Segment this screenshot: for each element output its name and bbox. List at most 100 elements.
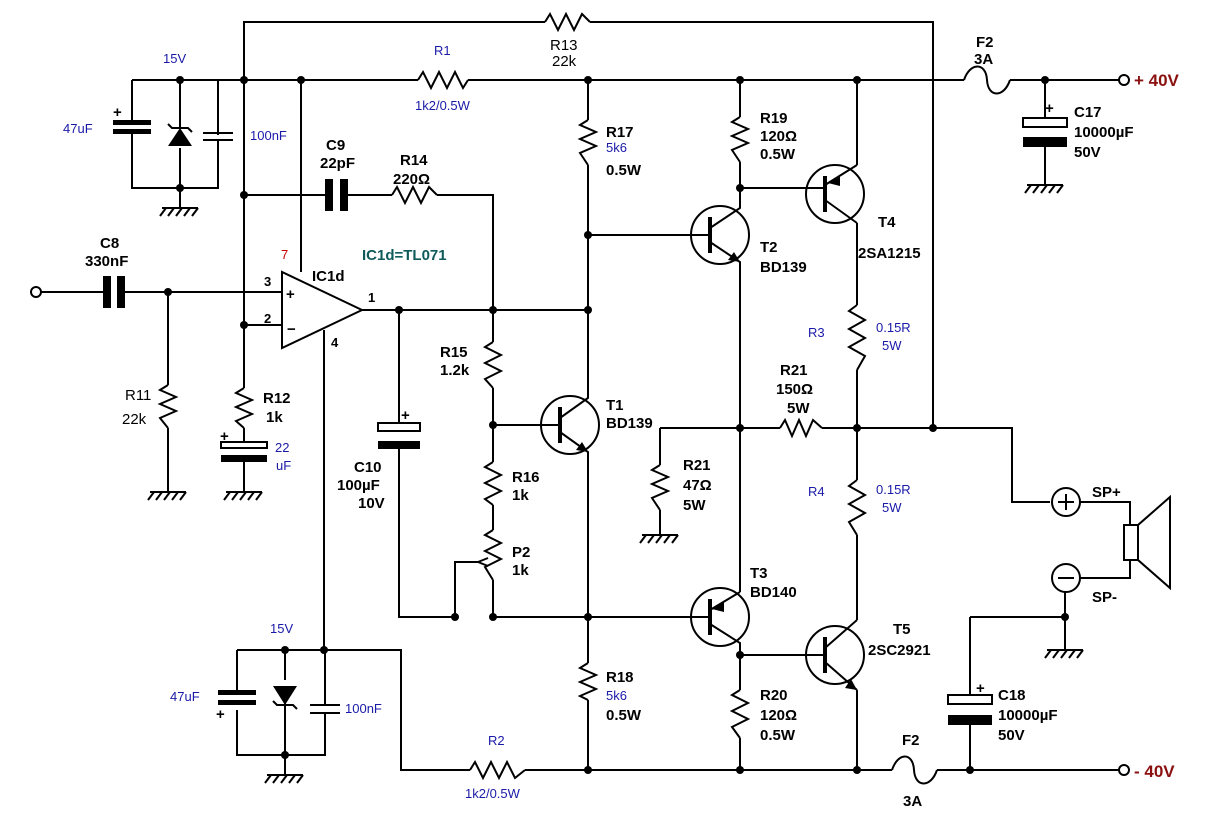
r4-value: 0.15R (876, 482, 911, 497)
c10-value: 100µF (337, 477, 380, 494)
opamp-ic1d (281, 270, 365, 350)
r11-value: 22k (122, 411, 147, 428)
r2-resistor (469, 759, 526, 781)
r20-watt: 0.5W (760, 727, 796, 744)
bottom-supply-plus: + (216, 706, 225, 723)
r21a-watt: 5W (787, 400, 810, 417)
r21-47-resistor (649, 464, 671, 511)
f2-bottom-fuse-icon (891, 755, 938, 785)
opamp-minus-sign: − (287, 321, 296, 338)
sp-plus-label: SP+ (1092, 484, 1121, 501)
top-100nf-capacitor (203, 132, 233, 141)
sp-minus-terminal-icon (1051, 563, 1081, 593)
opamp-type: IC1d=TL071 (362, 247, 447, 264)
p2-wiper-arrow (477, 557, 489, 567)
c8-value: 330nF (85, 253, 128, 270)
opamp-pin3: 3 (264, 274, 271, 289)
pos-rail-label: + 40V (1134, 71, 1180, 90)
c22-value: 22 (275, 440, 289, 455)
r15-value: 1.2k (440, 362, 470, 379)
ground-icon (639, 534, 679, 544)
t5-label: T5 (893, 621, 911, 638)
r20-label: R20 (760, 687, 788, 704)
ground-icon (264, 774, 304, 784)
top-supply-volt: 15V (163, 51, 186, 66)
opamp-pin1: 1 (368, 290, 375, 305)
c10-label: C10 (354, 459, 382, 476)
opamp-plus-sign: + (286, 286, 295, 303)
speaker-icon (1123, 494, 1171, 591)
r13-resistor (544, 11, 591, 33)
c22uf-capacitor (220, 441, 268, 462)
c17-plus: + (1045, 100, 1054, 117)
t1-label: T1 (606, 397, 624, 414)
c18-label: C18 (998, 687, 1026, 704)
r12-label: R12 (263, 390, 291, 407)
r19-value: 120Ω (760, 128, 797, 145)
r14-label: R14 (400, 152, 428, 169)
t4-label: T4 (878, 214, 896, 231)
r18-resistor (577, 662, 599, 701)
r17-watt: 0.5W (606, 162, 642, 179)
r15-label: R15 (440, 344, 468, 361)
opamp-pin4: 4 (331, 335, 339, 350)
r21b-watt: 5W (683, 497, 706, 514)
r20-resistor (729, 689, 751, 739)
r16-resistor (482, 461, 504, 506)
c22-unit: uF (276, 458, 291, 473)
f2-top-value: 3A (974, 51, 993, 68)
bottom-100nf-capacitor (310, 704, 340, 714)
t4-type: 2SA1215 (858, 245, 921, 262)
r17-label: R17 (606, 124, 634, 141)
top-zener-icon (168, 128, 192, 146)
r17-resistor (577, 119, 599, 166)
r18-label: R18 (606, 669, 634, 686)
r1-label: R1 (434, 43, 451, 58)
r21a-label: R21 (780, 362, 808, 379)
top-supply-plus: + (113, 104, 122, 121)
p2-label: P2 (512, 544, 530, 561)
wires (40, 21, 1131, 775)
capacitors (93, 117, 1068, 725)
opamp-pin7: 7 (281, 247, 288, 262)
r3-value: 0.15R (876, 320, 911, 335)
r13-label: R13 (550, 37, 578, 54)
f2-top-fuse-icon (963, 65, 1011, 95)
p2-resistor (482, 529, 504, 581)
c18-plus: + (976, 680, 985, 697)
t3-label: T3 (750, 565, 768, 582)
c17-capacitor (1022, 117, 1068, 147)
pos-rail-terminal (1118, 74, 1130, 86)
junction-dots (164, 76, 1069, 774)
r4-watt: 5W (882, 500, 902, 515)
c9-label: C9 (326, 137, 345, 154)
t2-type: BD139 (760, 259, 807, 276)
bottom-zener-icon (273, 686, 297, 705)
r16-value: 1k (512, 487, 529, 504)
top-47uf-capacitor (113, 120, 151, 134)
r15-resistor (482, 341, 504, 389)
c8-label: C8 (100, 235, 119, 252)
c18-voltage: 50V (998, 727, 1025, 744)
r3-resistor (846, 304, 868, 371)
r1-value: 1k2/0.5W (415, 98, 471, 113)
ground-icon (1044, 649, 1084, 659)
c10-voltage: 10V (358, 495, 385, 512)
bottom-47uf-capacitor (218, 690, 256, 705)
t5-type: 2SC2921 (868, 642, 931, 659)
sp-plus-terminal-icon (1051, 487, 1081, 517)
zener-diodes (167, 123, 298, 710)
top-supply-cap: 47uF (63, 121, 93, 136)
bottom-supply-cap2: 100nF (345, 701, 382, 716)
c18-capacitor (947, 694, 993, 725)
ground-icon (1024, 184, 1064, 194)
c17-value: 10000µF (1074, 124, 1134, 141)
bottom-supply-cap: 47uF (170, 689, 200, 704)
r4-resistor (846, 479, 868, 536)
ground-icon (223, 491, 263, 501)
r13-value: 22k (552, 53, 577, 70)
r17-value: 5k6 (606, 140, 627, 155)
p2-value: 1k (512, 562, 529, 579)
bottom-zener-bar (272, 700, 298, 710)
